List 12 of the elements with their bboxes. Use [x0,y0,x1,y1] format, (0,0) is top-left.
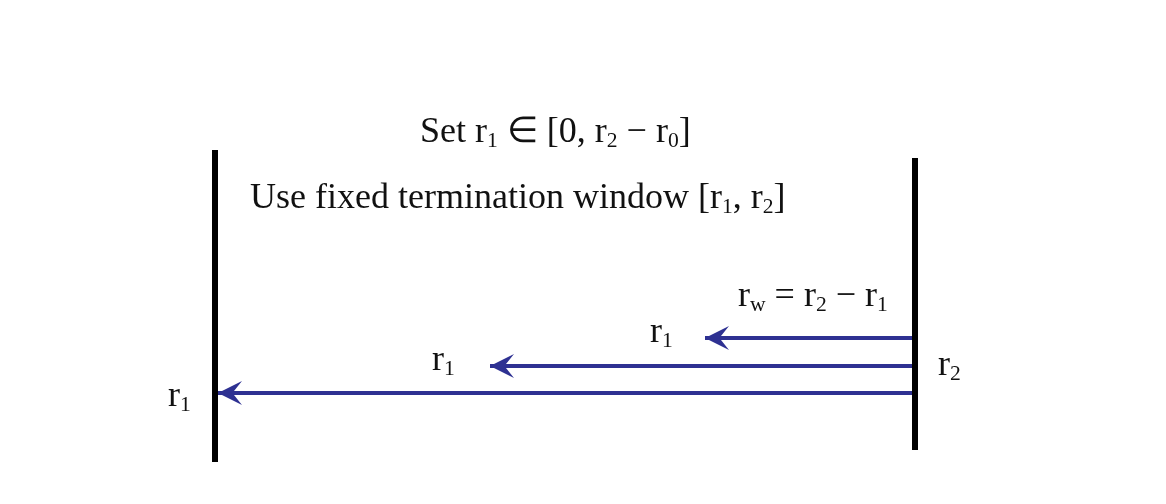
endpoint-label: r$_{2}$ [938,345,961,381]
arrow [705,326,912,350]
vertical-bar [912,158,918,450]
arrow [490,354,912,378]
formula-label: r$_{w}$ = r$_{2}$ − r$_{1}$ [738,276,888,312]
edge-label: r$_{1}$ [650,312,673,348]
endpoint-label: r$_{1}$ [168,376,191,412]
vertical-bar [212,150,218,462]
heading-text: Set r$_{1}$ ∈ [0, r$_{2}$ − r$_{0}$] [420,112,691,148]
heading-text: Use fixed termination window [r$_{1}$, r$_{2}$] [250,178,786,214]
edge-label: r$_{1}$ [432,340,455,376]
arrow [218,381,912,405]
